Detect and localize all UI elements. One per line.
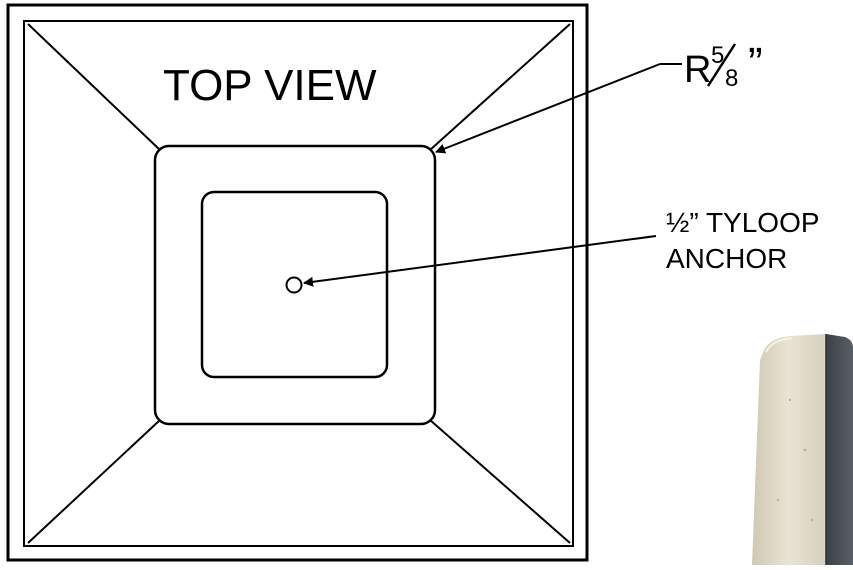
radius-denominator: 8 [725, 65, 738, 92]
radius-numerator: 5 [711, 42, 724, 69]
anchor-leader [303, 235, 657, 287]
fraction-slash [706, 43, 737, 87]
post-photo [752, 334, 853, 565]
post-top-outline [153, 144, 437, 426]
radius-unit: ” [748, 39, 763, 88]
inner-recess-outline [200, 190, 389, 379]
anchor-label-line2: ANCHOR [666, 243, 787, 274]
radius-leader [435, 63, 682, 154]
anchor-hole [285, 276, 303, 294]
radius-prefix: R [684, 49, 711, 91]
drawing-title: TOP VIEW [163, 61, 377, 110]
anchor-label-line1: ½” TYLOOP [666, 207, 820, 238]
outer-frame [6, 3, 589, 562]
anchor-label: ½” TYLOOP ANCHOR [666, 207, 820, 274]
bevel-lines [27, 23, 571, 544]
radius-label: R 5 8 ” [684, 39, 763, 92]
